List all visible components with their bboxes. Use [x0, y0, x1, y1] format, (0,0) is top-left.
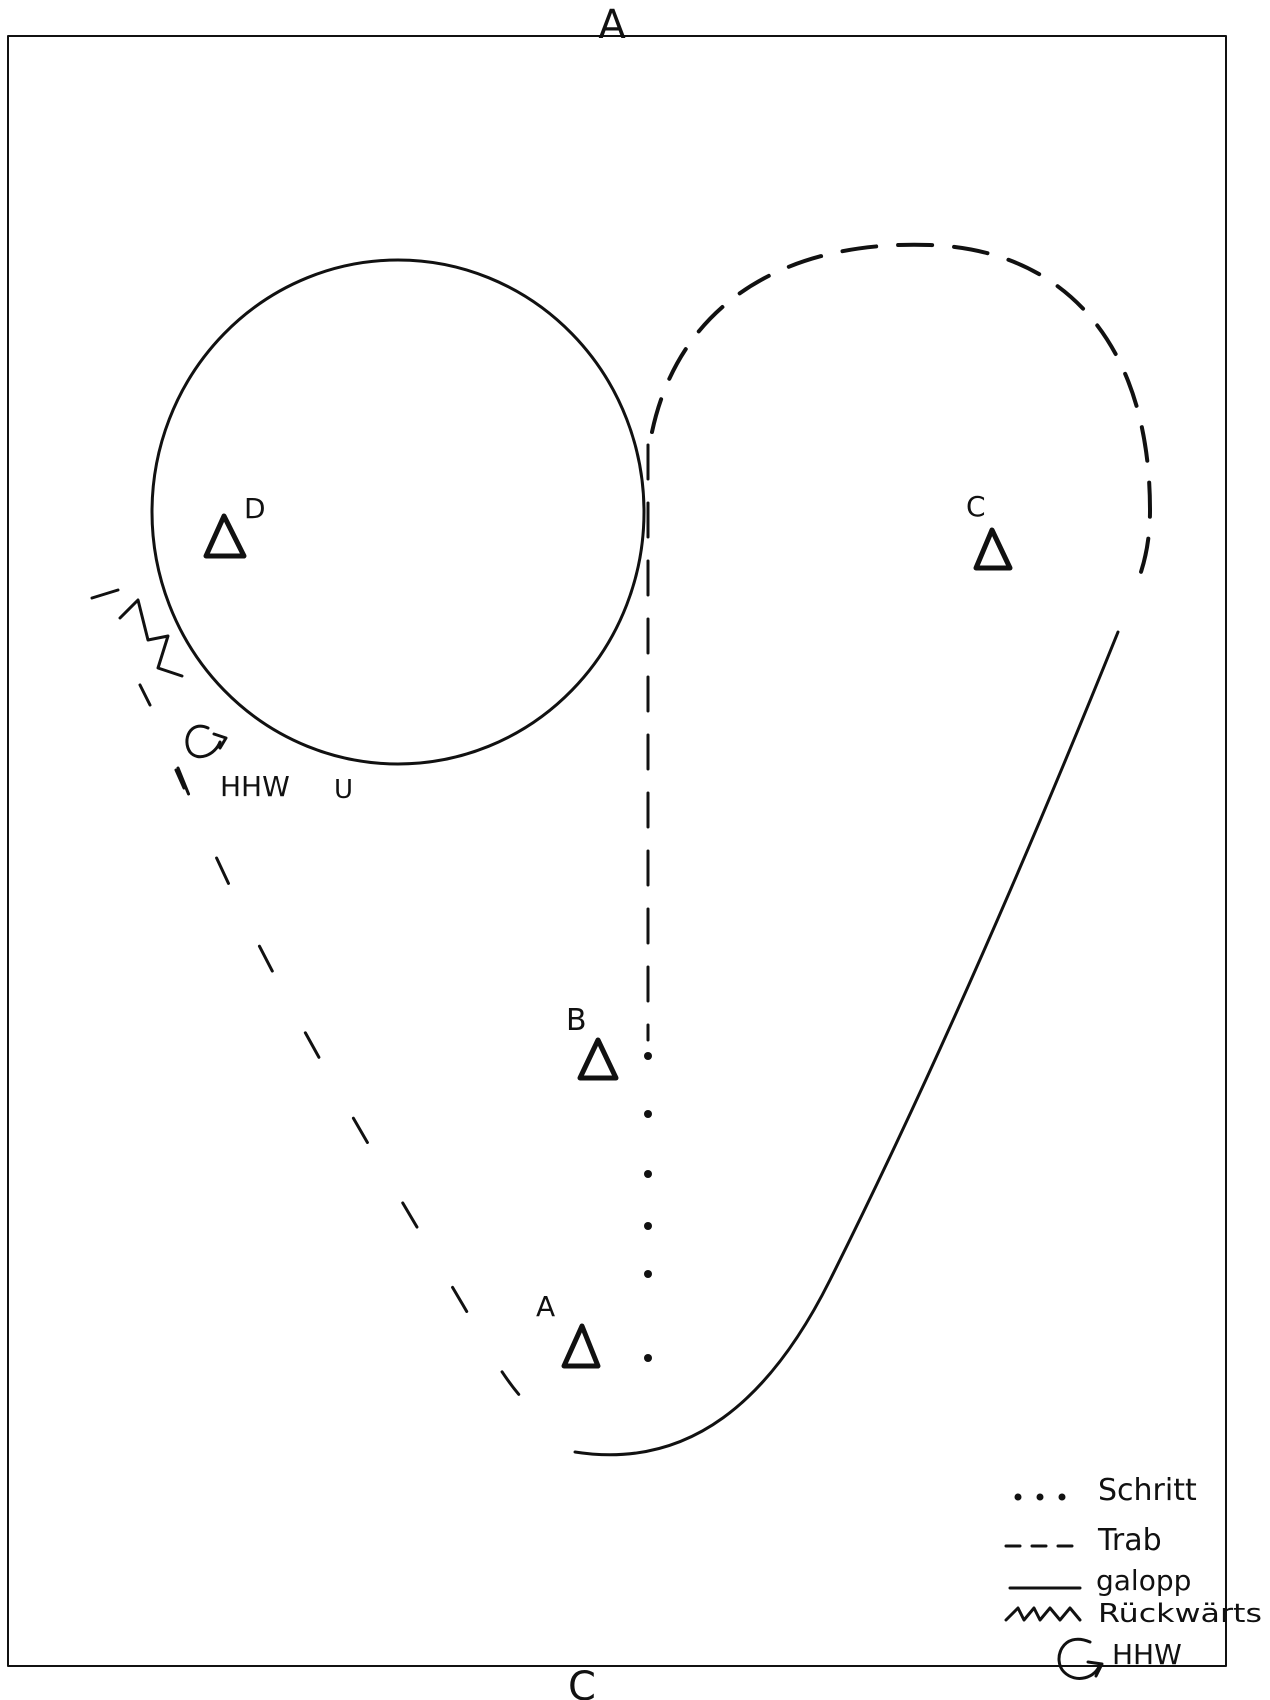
cone-triangle-icon	[203, 513, 247, 559]
turn-arrow-icon	[1057, 1637, 1104, 1680]
arena-boundary	[7, 35, 1227, 1667]
legend-item-rueckwaerts: Rückwärts	[1004, 1599, 1262, 1629]
turn-arrow-icon	[185, 724, 228, 759]
walk-dot	[644, 1354, 652, 1362]
legend-label-galopp: galopp	[1096, 1564, 1191, 1597]
legend-label-rueckwaerts: Rückwärts	[1098, 1599, 1262, 1629]
hhw-tick	[174, 768, 186, 790]
legend-item-hhw: HHW	[1057, 1637, 1182, 1680]
walk-dotted-path	[644, 1052, 652, 1362]
cone-triangle-icon	[973, 527, 1013, 571]
cone-c: C	[966, 490, 1013, 571]
walk-dot	[644, 1270, 652, 1278]
cone-triangle-icon	[561, 1323, 601, 1369]
zigzag-line-icon	[90, 588, 184, 707]
walk-dot	[644, 1222, 652, 1230]
u-mark: U	[334, 775, 353, 805]
gallop-circle-path	[150, 258, 646, 766]
cone-label-b: B	[566, 1003, 587, 1038]
arena-letter-top: A	[598, 2, 626, 48]
legend-label-trab: Trab	[1097, 1523, 1162, 1558]
arena-letter-bottom: C	[568, 1664, 596, 1700]
legend: Schritt Trab galopp Rückwärts HHW	[1004, 1473, 1262, 1680]
hhw-note: HHW	[220, 770, 290, 803]
cone-triangle-icon	[577, 1037, 619, 1081]
gallop-return-path	[573, 630, 1120, 1457]
legend-item-trab: Trab	[1004, 1523, 1162, 1558]
legend-item-schritt: Schritt	[1014, 1473, 1197, 1508]
cone-a: A	[536, 1290, 601, 1369]
trot-diagonal-path	[176, 766, 562, 1432]
walk-dot	[644, 1170, 652, 1178]
trot-loop-path	[650, 242, 1152, 577]
walk-dot	[644, 1110, 652, 1118]
cone-d: D	[203, 492, 266, 559]
cone-b: B	[566, 1003, 619, 1081]
legend-label-schritt: Schritt	[1098, 1473, 1197, 1508]
legend-item-galopp: galopp	[1008, 1564, 1191, 1597]
cone-label-d: D	[244, 492, 266, 525]
cone-label-a: A	[536, 1290, 555, 1323]
zigzag-line-icon	[1004, 1606, 1082, 1622]
legend-label-hhw: HHW	[1112, 1638, 1182, 1671]
cone-label-c: C	[966, 490, 986, 523]
walk-dot	[644, 1052, 652, 1060]
